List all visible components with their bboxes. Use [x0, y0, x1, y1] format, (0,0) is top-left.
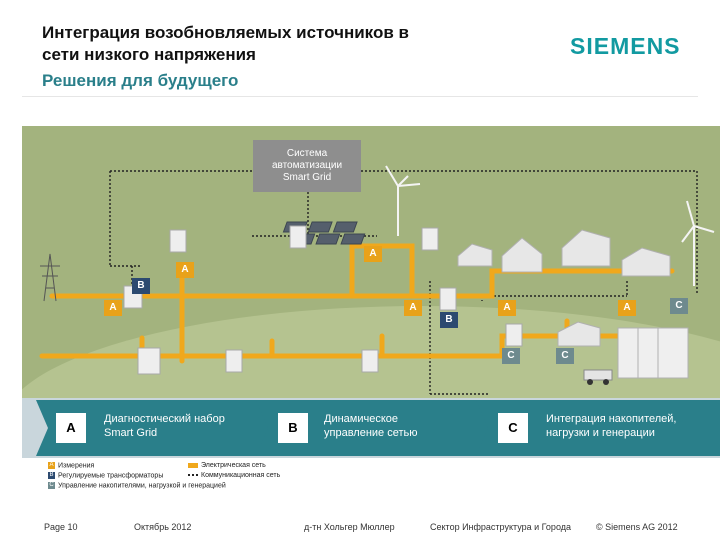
chevron-b-label-line2: управление сетью [324, 427, 418, 439]
tag-c: C [502, 348, 520, 364]
legend-text-c: Управление накопителями, нагрузкой и ген… [58, 482, 226, 490]
chevron-a-label-line1: Диагностический набор [104, 413, 225, 425]
chevron-b-label: Динамическое управление сетью [324, 412, 417, 440]
page-subtitle: Решения для будущего [42, 71, 239, 90]
communication-line-swatch [188, 474, 198, 477]
tag-a: A [104, 300, 122, 316]
electric-car-icon [583, 369, 613, 385]
footer-date: Октябрь 2012 [134, 522, 192, 532]
legend-electrical-line: Электрическая сеть [188, 462, 266, 469]
chevron-b-shape [256, 400, 496, 456]
header: Интеграция возобновляемых источников в с… [0, 0, 720, 100]
tag-b: B [440, 312, 458, 328]
wind-turbine-icon [385, 165, 421, 236]
chevron-b-label-line1: Динамическое [324, 413, 399, 425]
page-title-line2: сети низкого напряжения [42, 45, 256, 64]
chevron-a-letter: A [56, 413, 86, 443]
title-bar [22, 20, 698, 97]
transmission-tower-icon [40, 253, 60, 302]
legend [22, 458, 720, 508]
legend-text-b: Регулируемые трансформаторы [58, 472, 164, 480]
wind-turbine-icon [681, 200, 715, 286]
chevron-c-letter: C [498, 413, 528, 443]
legend-electrical-text: Электрическая сеть [201, 462, 266, 469]
siemens-logo: SIEMENS [570, 33, 681, 59]
legend-communication-line: Коммуникационная сеть [188, 472, 280, 479]
footer-page: Page 10 [44, 522, 78, 532]
footer-author: д-тн Хольгер Мюллер [304, 522, 395, 532]
tag-c: C [556, 348, 574, 364]
chevron-a-label-line2: Smart Grid [104, 427, 158, 439]
tag-c: C [670, 298, 688, 314]
chevron-c-label-line1: Интеграция накопителей, [546, 413, 677, 425]
footer: Page 10 Октябрь 2012 д-тн Хольгер Мюллер… [0, 512, 720, 540]
tag-a: A [498, 300, 516, 316]
battery-storage-icon [617, 327, 689, 379]
legend-key-a: A [48, 462, 55, 469]
chevron-c-label-line2: нагрузки и генерации [546, 427, 655, 439]
chevron-c-label: Интеграция накопителей, нагрузки и генер… [546, 412, 676, 440]
system-box-line3: Smart Grid [282, 172, 332, 183]
chevron-arrows [36, 400, 720, 456]
chevron-a-label: Диагностический набор Smart Grid [104, 412, 225, 440]
legend-key-b: B [48, 472, 55, 479]
tag-a: A [618, 300, 636, 316]
footer-sector: Сектор Инфраструктура и Города [430, 522, 572, 532]
legend-communication-text: Коммуникационная сеть [201, 472, 281, 479]
tag-a: A [404, 300, 422, 316]
system-box-line2: автоматизации [271, 160, 343, 171]
chevron-a-shape [36, 400, 276, 456]
electrical-line-swatch [188, 462, 198, 468]
tag-b: B [132, 278, 150, 294]
footer-copyright: © Siemens AG 2012 [596, 522, 678, 532]
grid-diagram [22, 126, 720, 398]
meter-icon [123, 225, 523, 375]
chevron-c-shape [476, 400, 720, 456]
system-box-line1: Система [286, 148, 328, 159]
tag-a: A [176, 262, 194, 278]
page-title-line1: Интеграция возобновляемых источников в [42, 23, 409, 42]
smart-grid-automation-box: Система автоматизации Smart Grid [253, 140, 361, 192]
grid-illustration [22, 165, 720, 398]
chevron-b-letter: B [278, 413, 308, 443]
legend-text-a: Измерения [58, 462, 95, 470]
house-icon [457, 229, 671, 347]
tag-a: A [364, 246, 382, 262]
legend-key-c: C [48, 482, 55, 489]
